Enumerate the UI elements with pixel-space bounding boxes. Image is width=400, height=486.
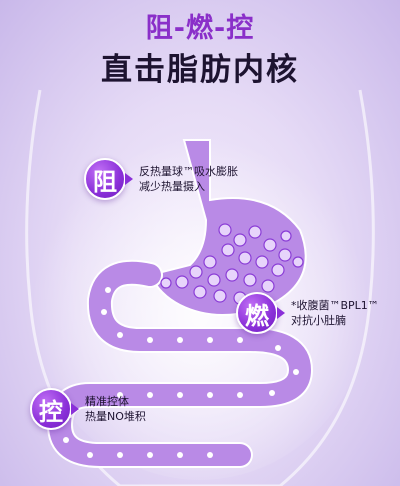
callout-burn: 燃 *收腹菌™BPL1™ 对抗小肚腩: [236, 292, 379, 334]
callout-badge-block: 阻: [84, 158, 126, 200]
callout-text: *收腹菌™BPL1™ 对抗小肚腩: [291, 298, 379, 328]
callout-line: 热量NO堆积: [85, 410, 146, 423]
callout-arrow: [125, 173, 133, 185]
callout-line: 减少热量摄入: [139, 180, 205, 193]
callout-control: 控 精准控体 热量NO堆积: [30, 388, 146, 430]
page-title: 阻-燃-控: [145, 13, 255, 44]
callout-badge-burn: 燃: [236, 292, 278, 334]
bubble-cluster: [160, 223, 304, 309]
callout-arrow: [277, 307, 285, 319]
callout-block: 阻 反热量球™吸水膨胀 减少热量摄入: [84, 158, 238, 200]
callout-line: 反热量球™吸水膨胀: [139, 165, 238, 178]
callout-text: 精准控体 热量NO堆积: [85, 394, 146, 424]
callout-line: 精准控体: [85, 395, 129, 408]
callout-text: 反热量球™吸水膨胀 减少热量摄入: [139, 164, 238, 194]
callout-arrow: [71, 403, 79, 415]
intestine-dots: [63, 287, 299, 458]
page-subtitle: 直击脂肪内核: [101, 52, 299, 88]
callout-badge-control: 控: [30, 388, 72, 430]
callout-line: *收腹菌™BPL1™: [291, 299, 379, 312]
callout-line: 对抗小肚腩: [291, 314, 346, 327]
body-silhouette: [25, 89, 375, 486]
